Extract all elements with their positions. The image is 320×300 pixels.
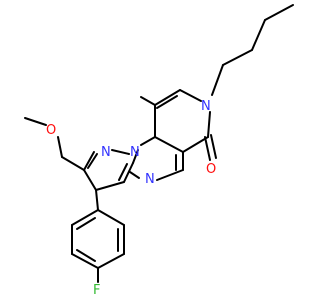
bond-pyrazole-3 [87,153,98,169]
bond-pyrimidine-6 [129,171,140,179]
bond-pyridone-co-n [207,111,211,138]
molecule-structure: N O N N N O F [24,4,294,298]
bond-phenyl-1 [97,209,125,226]
bond-ch2 [61,156,85,171]
bond-phenyl-6 [71,209,99,226]
bond-pyrazole-1 [111,149,130,155]
bond-phenyl-double-3 [76,217,96,230]
atom-n-pyridone: N [201,99,211,114]
atom-o-carbonyl: O [206,162,216,177]
bond-phenyl-3 [97,253,125,269]
bond-pyrimidine-2 [140,96,156,106]
bond-pyridone-n-c [179,89,202,102]
bond-pyrazole-7 [118,163,128,181]
bond-o-ch3 [24,117,47,126]
bond-butyl-1 [211,64,224,96]
bond-pyrazole-2 [83,151,95,171]
bond-pyridone-ring-fusion-b [154,136,184,153]
bond-pyrazole-4 [83,169,97,191]
bond-pyrimidine-5 [156,169,184,181]
bond-aryl-attach [95,189,99,211]
bond-ch2-o [57,136,63,158]
atom-labels: N O N N N O F [46,99,216,298]
atom-f-fluoro: F [93,283,100,298]
atom-n-pyrimidine: N [145,172,155,187]
bond-pyridone-c-co [182,136,209,153]
bond-phenyl-4 [71,253,99,269]
bond-butyl-2 [222,49,253,66]
atom-o-ether: O [46,123,56,138]
bond-carbonyl-double [210,134,217,159]
bonds [24,4,294,283]
bond-pyridone-c-c [154,89,181,106]
bond-carbonyl [204,136,211,161]
bond-pyrimidine-1 [140,136,156,146]
bond-pyrimidine-7 [132,149,139,164]
bond-butyl-3 [251,19,266,51]
bond-phenyl-double-2 [76,249,96,262]
atom-n-pyrazole-1: N [101,145,111,160]
bond-butyl-4 [264,4,294,21]
bond-pyrazole-5 [95,181,125,191]
atom-n-pyrazole-2: N [130,145,140,160]
bond-pyrazole-6 [123,162,134,183]
bond-pyridone-c-c-double [156,95,178,109]
